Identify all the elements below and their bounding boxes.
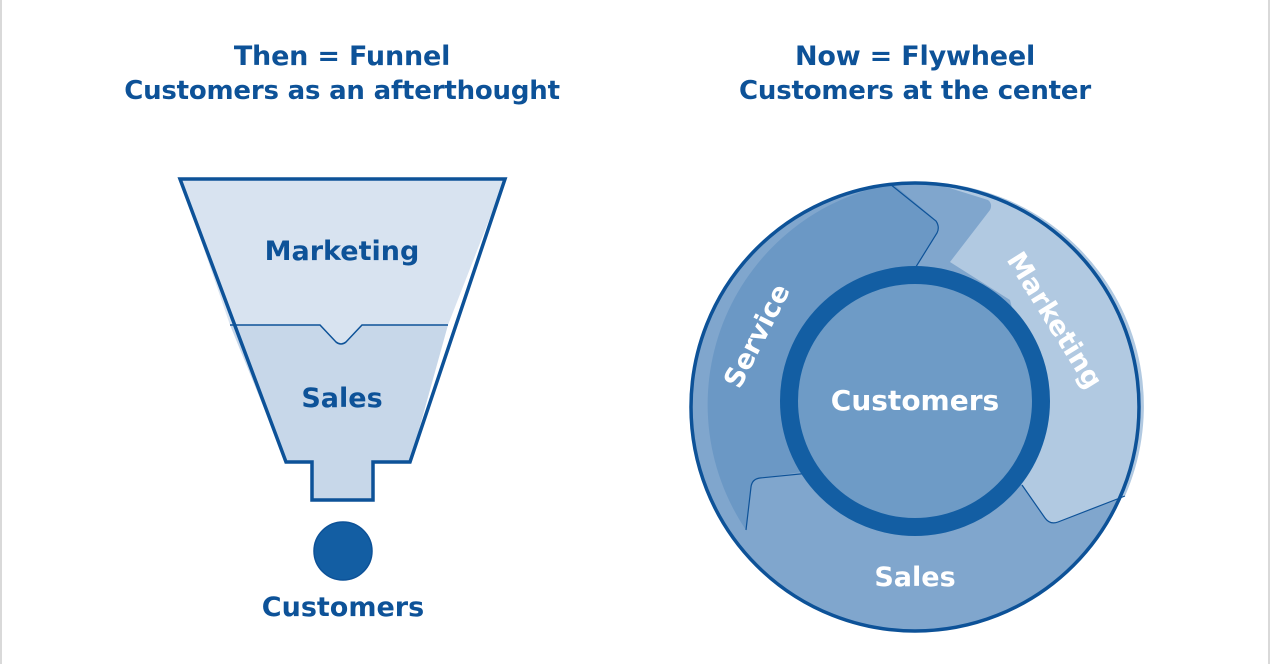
frame-border-right: [1268, 0, 1270, 664]
funnel-divider: [230, 324, 448, 345]
funnel-heading: Then = Funnel Customers as an afterthoug…: [92, 40, 592, 108]
funnel-title: Then = Funnel: [233, 41, 451, 72]
flywheel-outline: [689, 181, 1141, 633]
frame-border-left: [0, 0, 2, 664]
flywheel-title: Now = Flywheel: [794, 41, 1036, 72]
flywheel: Customers Sales Service Marketing: [689, 181, 1144, 633]
funnel-stage-marketing: [180, 179, 505, 344]
flywheel-center: [797, 283, 1033, 519]
customers-dot: [313, 521, 373, 581]
funnel-marketing-label: Marketing: [265, 236, 420, 267]
funnel-outline: [177, 177, 508, 502]
funnel-customers-label: Customers: [262, 592, 424, 623]
flywheel-heading: Now = Flywheel Customers at the center: [665, 40, 1165, 108]
funnel-subtitle: Customers as an afterthought: [124, 76, 560, 106]
flywheel-center-ring: [780, 266, 1050, 536]
flywheel-segment-marketing: [890, 181, 1144, 523]
flywheel-subtitle: Customers at the center: [739, 76, 1091, 106]
flywheel-segment-edges: [745, 183, 1126, 531]
funnel-sales-label: Sales: [301, 383, 382, 414]
flywheel-customers-label: Customers: [831, 384, 999, 417]
flywheel-sales-label: Sales: [874, 562, 955, 593]
funnel: Marketing Sales Customers: [177, 177, 508, 623]
